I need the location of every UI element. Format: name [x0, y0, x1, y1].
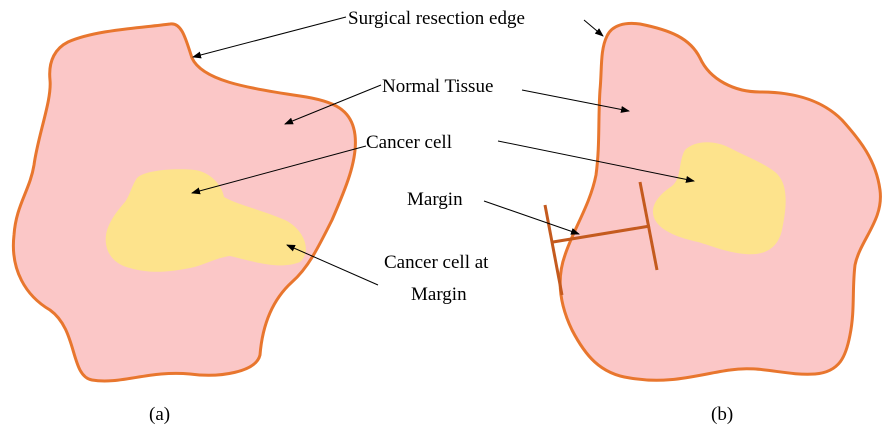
- label-cancer-cell: Cancer cell: [366, 132, 452, 153]
- panel-a: [13, 24, 355, 381]
- arrow-margin: [484, 201, 579, 234]
- label-surgical-edge: Surgical resection edge: [348, 8, 525, 29]
- label-normal-tissue: Normal Tissue: [382, 76, 493, 97]
- label-margin: Margin: [407, 189, 463, 210]
- label-cancer-at-margin-2: Margin: [411, 284, 467, 305]
- panel-b: [545, 23, 880, 380]
- caption-b: (b): [711, 404, 733, 425]
- arrow-surgical-edge-a: [193, 17, 346, 57]
- margin-edge-marker: [545, 205, 562, 295]
- caption-a: (a): [149, 404, 170, 425]
- label-cancer-at-margin-1: Cancer cell at: [384, 252, 489, 273]
- arrow-surgical-edge-b: [584, 20, 603, 36]
